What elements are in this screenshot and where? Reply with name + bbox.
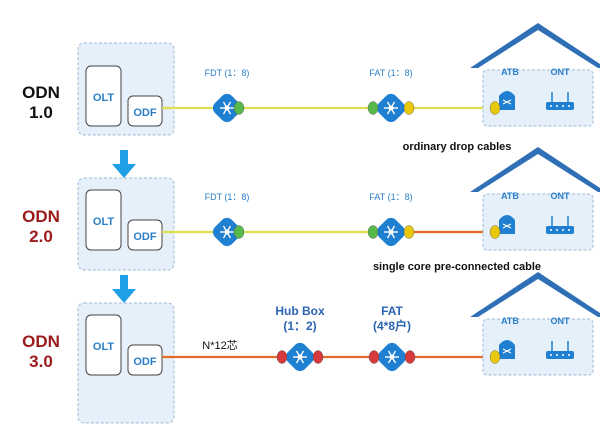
cable-caption: ordinary drop cables <box>403 141 512 153</box>
splitter-hub <box>297 354 303 360</box>
fdt-node <box>212 217 242 247</box>
atb-terminal-icon <box>499 215 515 234</box>
fdt-label: FDT (1：8) <box>205 192 250 202</box>
hub-box-ratio: (1：2) <box>283 319 316 333</box>
ont-led <box>568 354 570 356</box>
atb-label: ATB <box>501 191 519 201</box>
atb-terminal-icon <box>499 340 515 359</box>
atb-terminal-icon <box>499 91 515 110</box>
ont-led <box>550 229 552 231</box>
atb-body <box>499 91 515 110</box>
fat-label: FAT (1：8) <box>369 192 412 202</box>
ont-led <box>550 105 552 107</box>
down-arrow-icon <box>112 275 136 303</box>
fdt-connector <box>233 101 245 115</box>
odf-box <box>127 344 163 376</box>
atb-body <box>499 340 515 359</box>
house-body <box>482 318 594 376</box>
ont-router-icon <box>546 341 574 359</box>
hub-connector-in <box>276 350 288 364</box>
olt-label: OLT <box>93 216 114 228</box>
odn-version-number: 2.0 <box>29 227 53 246</box>
ont-led <box>562 354 564 356</box>
odf-label: ODF <box>133 231 157 243</box>
ont-label: ONT <box>551 191 571 201</box>
atb-mark <box>502 223 512 229</box>
ont-body <box>546 351 574 359</box>
odn-version-label: ODN <box>22 332 60 351</box>
fat-label: FAT (1：8) <box>369 68 412 78</box>
fat-connector-out <box>403 225 415 239</box>
hub-box-label: Hub Box <box>275 304 325 318</box>
splitter-hub <box>389 354 395 360</box>
ont-router-icon <box>546 216 574 234</box>
fat-connector-in <box>367 225 379 239</box>
house-roof-icon <box>470 272 600 317</box>
odf-label: ODF <box>133 356 157 368</box>
odn-version-label: ODN <box>22 83 60 102</box>
ont-led <box>568 229 570 231</box>
splitter-hub <box>224 229 230 235</box>
hub-connector-out <box>312 350 324 364</box>
splitter-hub <box>224 105 230 111</box>
fat-node <box>377 342 407 372</box>
ont-led <box>556 229 558 231</box>
ont-body <box>546 102 574 110</box>
ont-led <box>562 229 564 231</box>
atb-body <box>499 215 515 234</box>
odn-version-number: 1.0 <box>29 103 53 122</box>
ont-led <box>556 105 558 107</box>
atb-label: ATB <box>501 316 519 326</box>
odf-box <box>127 95 163 127</box>
atb-connector <box>489 225 501 239</box>
atb-mark <box>502 99 512 105</box>
olt-label: OLT <box>93 92 114 104</box>
fat-connector-in <box>368 350 380 364</box>
fat-connector-out <box>404 350 416 364</box>
ont-router-icon <box>546 92 574 110</box>
feeder-note: N*12芯 <box>202 338 237 352</box>
ont-led <box>568 105 570 107</box>
fat-node <box>376 217 406 247</box>
olt-box <box>85 314 122 376</box>
ont-body <box>546 226 574 234</box>
fdt-label: FDT (1：8) <box>205 68 250 78</box>
ont-label: ONT <box>551 316 571 326</box>
fat-label: FAT <box>381 304 403 318</box>
fat-connector-out <box>403 101 415 115</box>
cable-caption: single core pre-connected cable <box>373 261 541 273</box>
fat-capacity: (4*8户) <box>373 318 411 333</box>
odf-box <box>127 219 163 251</box>
atb-connector <box>489 350 501 364</box>
olt-box <box>85 65 122 127</box>
odn-version-number: 3.0 <box>29 352 53 371</box>
fdt-node <box>212 93 242 123</box>
house-body <box>482 69 594 127</box>
ont-led <box>550 354 552 356</box>
splitter-hub <box>388 105 394 111</box>
splitter-hub <box>388 229 394 235</box>
hub-box-node <box>285 342 315 372</box>
ont-led <box>556 354 558 356</box>
atb-label: ATB <box>501 67 519 77</box>
odn-version-label: ODN <box>22 207 60 226</box>
house-roof-icon <box>470 147 600 192</box>
atb-mark <box>502 348 512 354</box>
atb-connector <box>489 101 501 115</box>
house-body <box>482 193 594 251</box>
olt-label: OLT <box>93 341 114 353</box>
odf-label: ODF <box>133 107 157 119</box>
fat-connector-in <box>367 101 379 115</box>
olt-box <box>85 189 122 251</box>
down-arrow-icon <box>112 150 136 178</box>
fdt-connector <box>233 225 245 239</box>
house-roof-icon <box>470 23 600 68</box>
ont-led <box>562 105 564 107</box>
ont-label: ONT <box>551 67 571 77</box>
fat-node <box>376 93 406 123</box>
